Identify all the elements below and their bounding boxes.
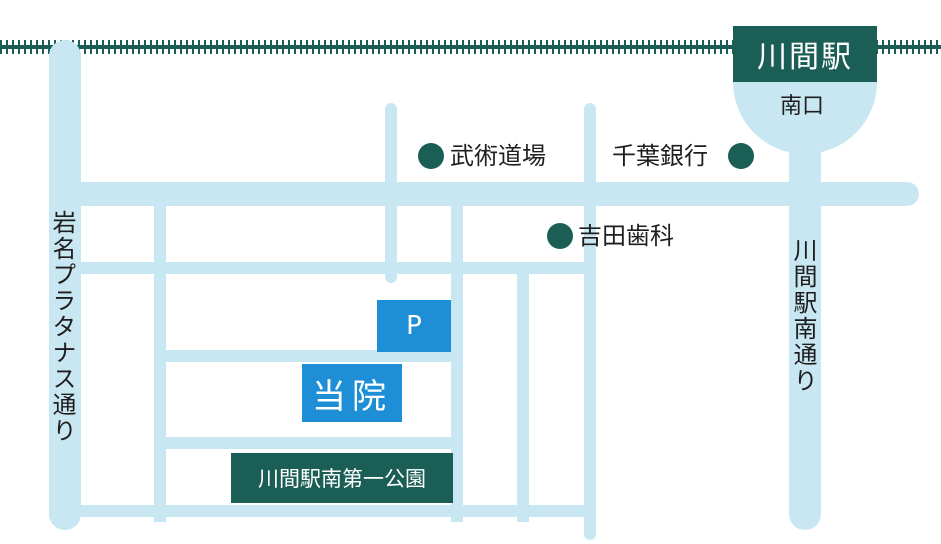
parking-box: P — [377, 300, 451, 352]
road-east-avenue — [789, 100, 821, 530]
park-label: 川間駅南第一公園 — [258, 467, 426, 491]
poi-bank-dot — [728, 143, 754, 169]
station-name-box: 川間駅 — [733, 26, 877, 82]
road-west-avenue — [49, 40, 81, 530]
station-exit-label: 南口 — [780, 94, 825, 119]
station-name: 川間駅 — [757, 40, 853, 75]
railway-line — [0, 40, 941, 54]
park-box: 川間駅南第一公園 — [231, 453, 453, 503]
road-network — [49, 40, 919, 540]
poi-dojo-dot — [418, 143, 444, 169]
road-main-horizontal — [49, 182, 919, 206]
parking-label: P — [406, 311, 422, 341]
poi-dentist-label: 吉田歯科 — [578, 222, 674, 250]
clinic-label: 当院 — [312, 376, 392, 417]
east-avenue-label: 川間駅南通り — [789, 238, 817, 394]
poi-bank-label: 千葉銀行 — [612, 142, 708, 170]
west-avenue-label: 岩名プラタナス通り — [48, 210, 76, 444]
poi-dojo-label: 武術道場 — [450, 142, 546, 170]
clinic-box: 当院 — [302, 364, 402, 422]
poi-dentist-dot — [547, 223, 573, 249]
